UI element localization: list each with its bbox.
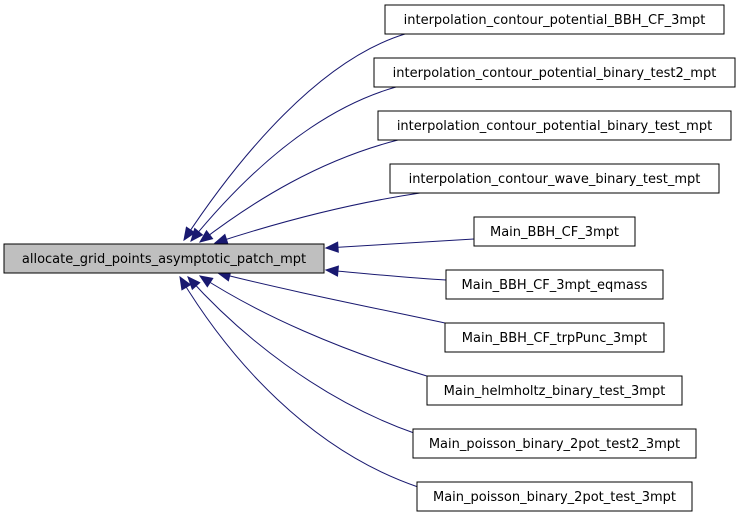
caller-node-0[interactable]: interpolation_contour_potential_BBH_CF_3… [384,4,725,35]
edge-line [187,276,415,434]
caller-node-9[interactable]: Main_poisson_binary_2pot_test_3mpt [416,481,693,512]
edge-arrowhead [187,276,201,291]
caller-node-box [426,375,683,406]
edge-line [217,272,446,324]
caller-node-box [416,481,693,512]
caller-node-label: Main_BBH_CF_trpPunc_3mpt [462,331,647,346]
edge-arrowhead [198,229,214,243]
caller-node-label: interpolation_contour_potential_binary_t… [393,66,717,81]
caller-node-box [412,428,697,459]
caller-node-1[interactable]: interpolation_contour_potential_binary_t… [373,57,736,88]
edge-line [199,139,399,243]
edge-line [325,238,475,249]
edge-arrowhead [190,227,204,243]
edge-arrowhead [183,226,196,242]
edge-arrowhead [213,233,229,245]
edge-line [325,269,447,281]
caller-node-label: interpolation_contour_wave_binary_test_m… [409,172,701,187]
edge-line [183,33,406,241]
caller-node-label: Main_BBH_CF_3mpt_eqmass [462,278,648,293]
caller-node-3[interactable]: interpolation_contour_wave_binary_test_m… [389,163,720,194]
edge-line [179,276,419,488]
caller-node-label: Main_poisson_binary_2pot_test_3mpt [433,490,676,505]
edge-line [199,275,431,378]
caller-node-5[interactable]: Main_BBH_CF_3mpt_eqmass [445,269,664,300]
caller-node-box [377,110,732,141]
edge-arrowhead [198,275,214,288]
caller-node-2[interactable]: interpolation_contour_potential_binary_t… [377,110,732,141]
root-node-box [3,243,325,274]
caller-node-box [373,57,736,88]
caller-node-6[interactable]: Main_BBH_CF_trpPunc_3mpt [444,322,665,353]
edges [179,33,475,488]
caller-node-box [444,322,665,353]
root-node[interactable]: allocate_grid_points_asymptotic_patch_mp… [3,243,325,274]
edge-arrowhead [324,241,339,253]
caller-node-4[interactable]: Main_BBH_CF_3mpt [473,216,636,247]
caller-node-7[interactable]: Main_helmholtz_binary_test_3mpt [426,375,683,406]
edge-arrowhead [324,265,339,277]
caller-node-label: Main_helmholtz_binary_test_3mpt [444,384,666,399]
caller-node-box [473,216,636,247]
edge-line [190,86,397,242]
caller-node-box [384,4,725,35]
caller-node-label: Main_BBH_CF_3mpt [490,225,619,240]
caller-node-8[interactable]: Main_poisson_binary_2pot_test2_3mpt [412,428,697,459]
edge-arrowhead [179,275,192,291]
caller-node-box [445,269,664,300]
caller-node-label: Main_poisson_binary_2pot_test2_3mpt [429,437,680,452]
root-node-label: allocate_grid_points_asymptotic_patch_mp… [22,252,306,267]
caller-node-label: interpolation_contour_potential_binary_t… [397,119,712,134]
caller-node-box [389,163,720,194]
edge-line [214,192,421,244]
caller-node-label: interpolation_contour_potential_BBH_CF_3… [404,13,706,28]
